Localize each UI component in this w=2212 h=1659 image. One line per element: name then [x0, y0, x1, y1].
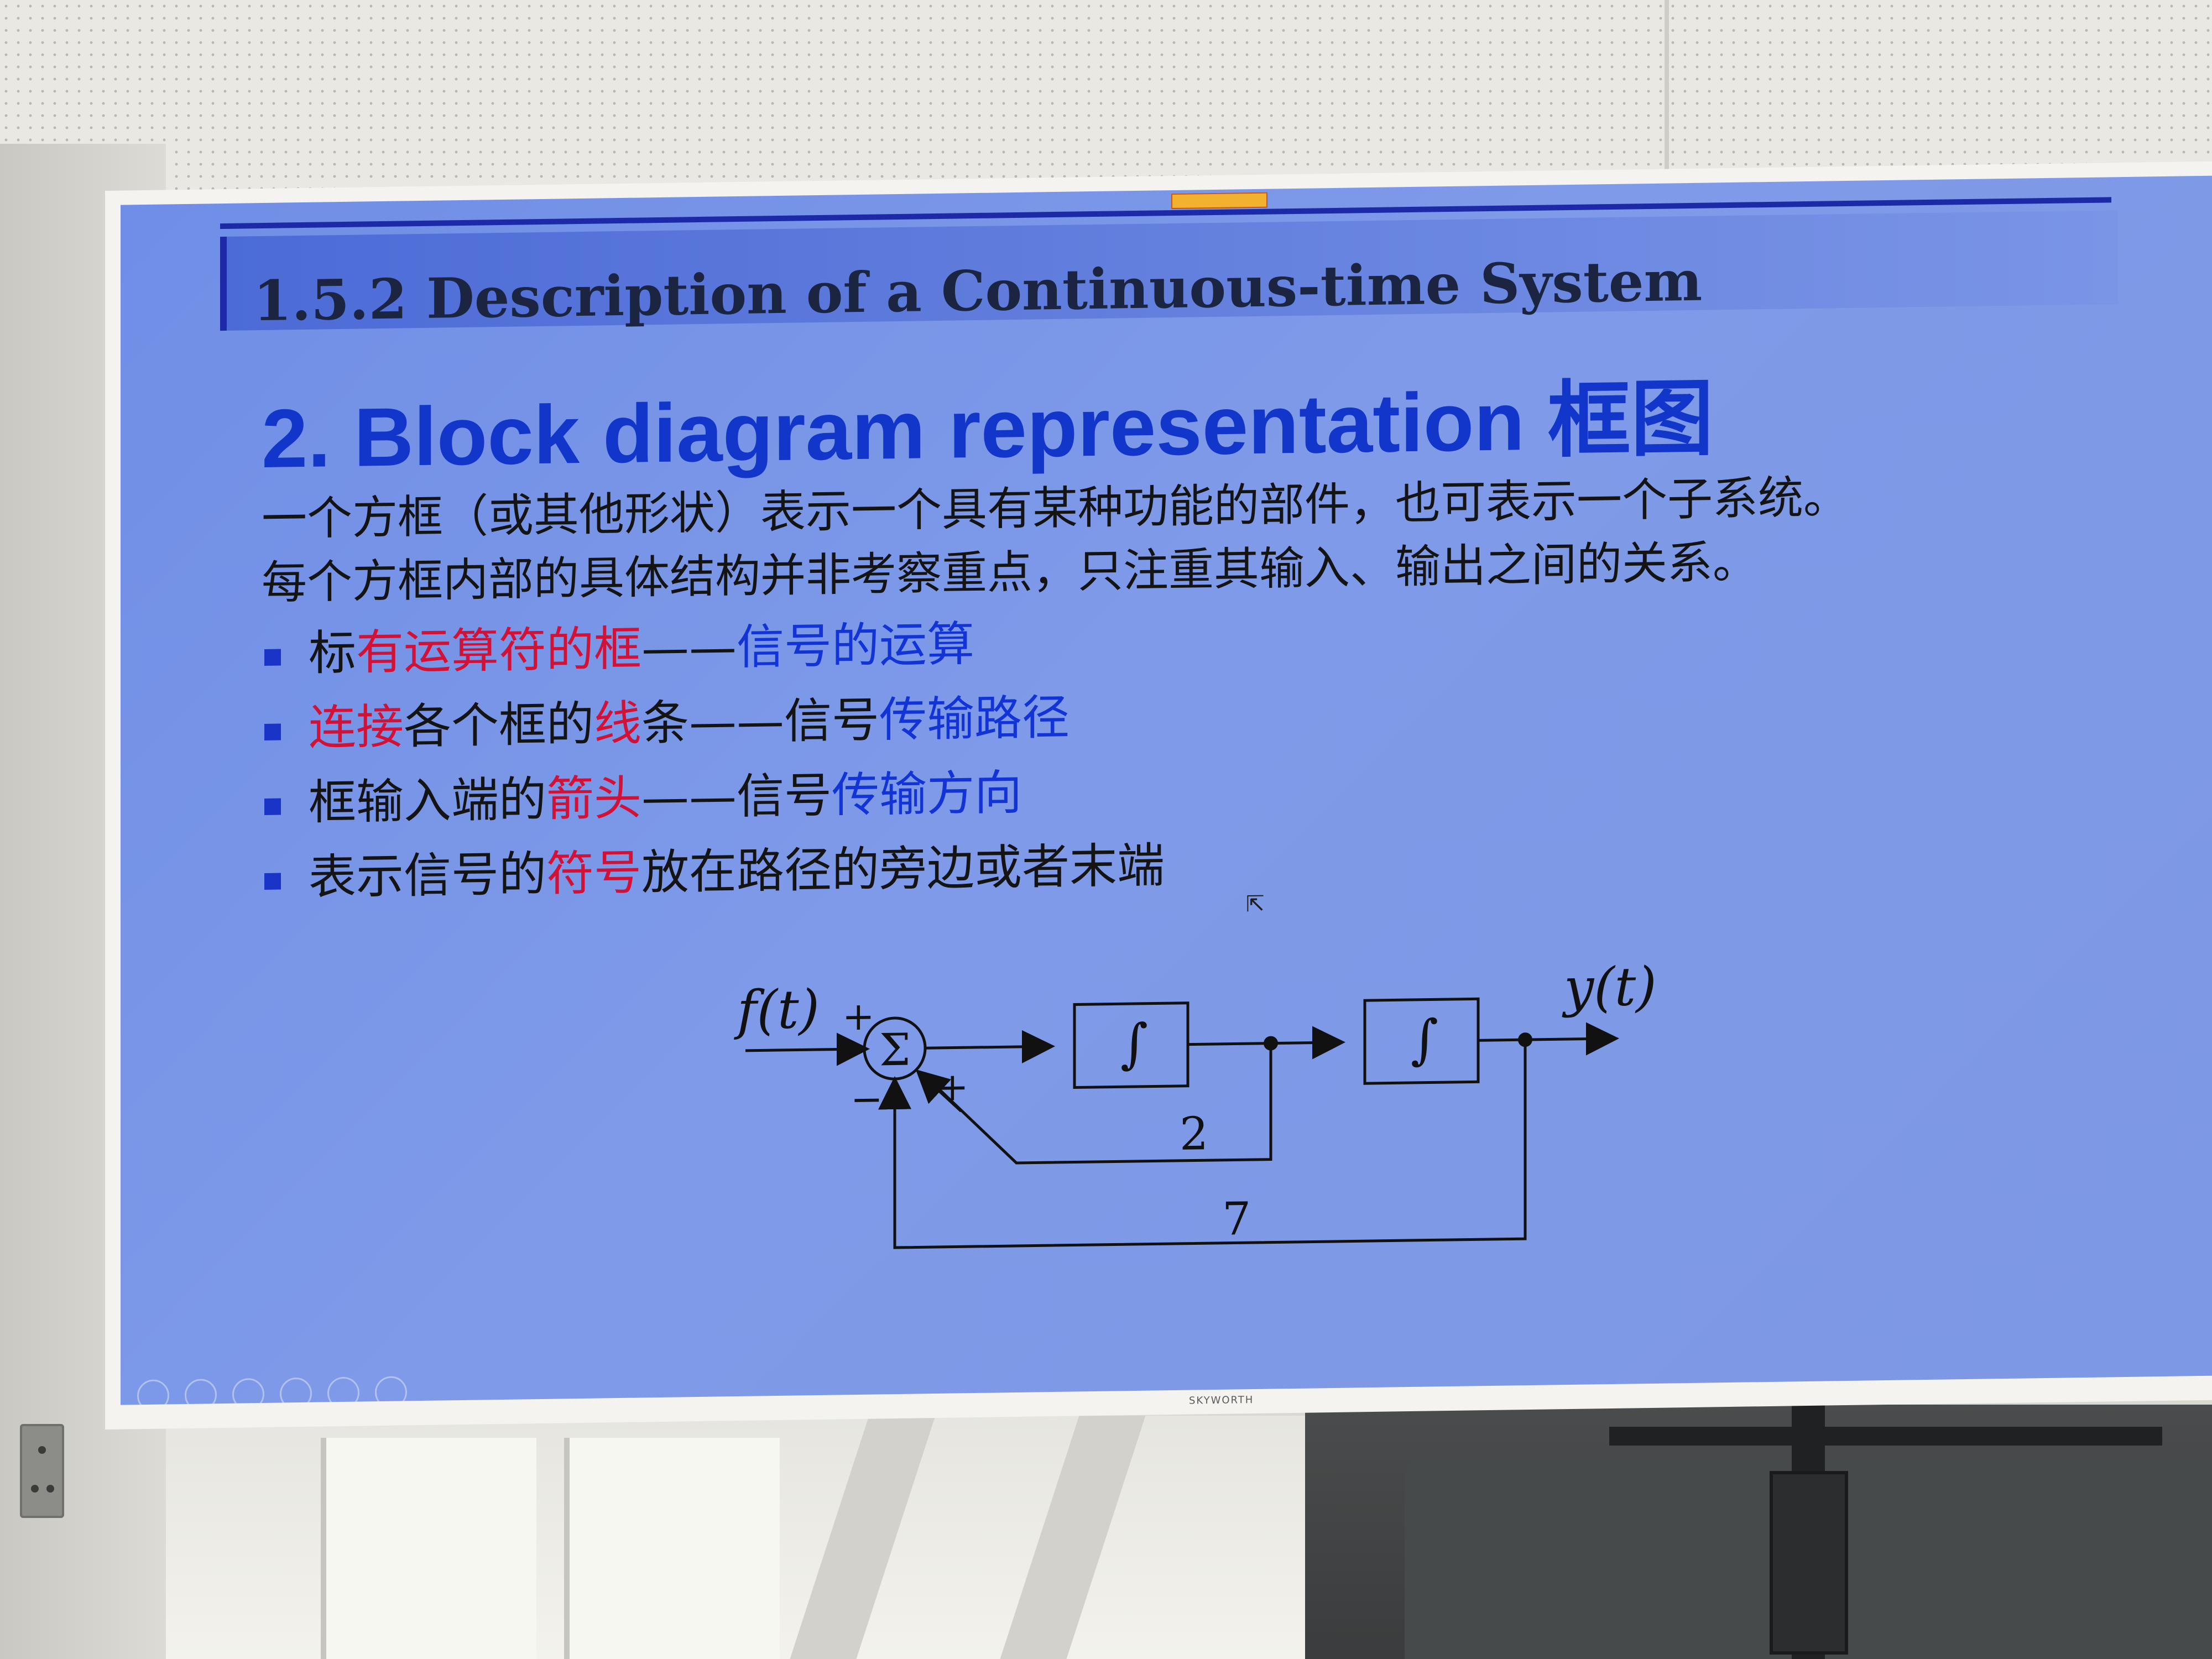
- integral-icon: ∫: [1411, 1008, 1438, 1071]
- slides-icon[interactable]: [280, 1377, 312, 1405]
- output-signal-line: [1525, 1022, 1619, 1056]
- plus-sign-inner: +: [936, 1064, 969, 1110]
- window: [321, 1438, 536, 1659]
- tv-brand-logo: SKYWORTH: [1189, 1394, 1254, 1407]
- tv-frame: 1.5.2 Description of a Continuous-time S…: [105, 161, 2212, 1430]
- plus-sign-input: +: [842, 994, 875, 1040]
- branch-node: [1264, 1036, 1278, 1051]
- slide-screen: 1.5.2 Description of a Continuous-time S…: [121, 175, 2212, 1405]
- zoom-icon[interactable]: [327, 1376, 359, 1405]
- signal-path: [925, 1030, 1055, 1063]
- signal-path: [1188, 1042, 1271, 1046]
- more-icon[interactable]: [375, 1376, 407, 1405]
- window: [564, 1438, 780, 1659]
- second-tv-back: [1305, 1405, 2212, 1659]
- wall-socket: [20, 1424, 64, 1518]
- block-diagram: f(t) y(t) Σ + − + ∫ ∫ 2 7: [734, 956, 1657, 1249]
- play-icon[interactable]: [185, 1379, 217, 1405]
- signal-path: [1271, 1026, 1345, 1060]
- gain-inner-label: 2: [1180, 1108, 1208, 1161]
- input-signal-line: [745, 1032, 870, 1066]
- input-label: f(t): [734, 978, 820, 1041]
- output-label: y(t): [1562, 956, 1657, 1019]
- presentation-toolbar[interactable]: [137, 1376, 422, 1405]
- minus-sign-outer: −: [851, 1076, 883, 1122]
- ceiling-seam: [1665, 0, 1669, 232]
- feedback-path-outer: [893, 1040, 1527, 1249]
- mount-bracket: [1609, 1427, 2162, 1446]
- gain-outer-label: 7: [1222, 1193, 1251, 1246]
- previous-icon[interactable]: [137, 1379, 169, 1405]
- mount-plate: [1770, 1471, 1848, 1655]
- feedback-arrow-inner: [915, 1069, 962, 1113]
- branch-node: [1518, 1032, 1532, 1047]
- sigma-icon: Σ: [879, 1024, 911, 1076]
- integral-icon: ∫: [1120, 1013, 1148, 1075]
- pen-icon[interactable]: [232, 1378, 264, 1405]
- feedback-path-inner: [930, 1043, 1272, 1165]
